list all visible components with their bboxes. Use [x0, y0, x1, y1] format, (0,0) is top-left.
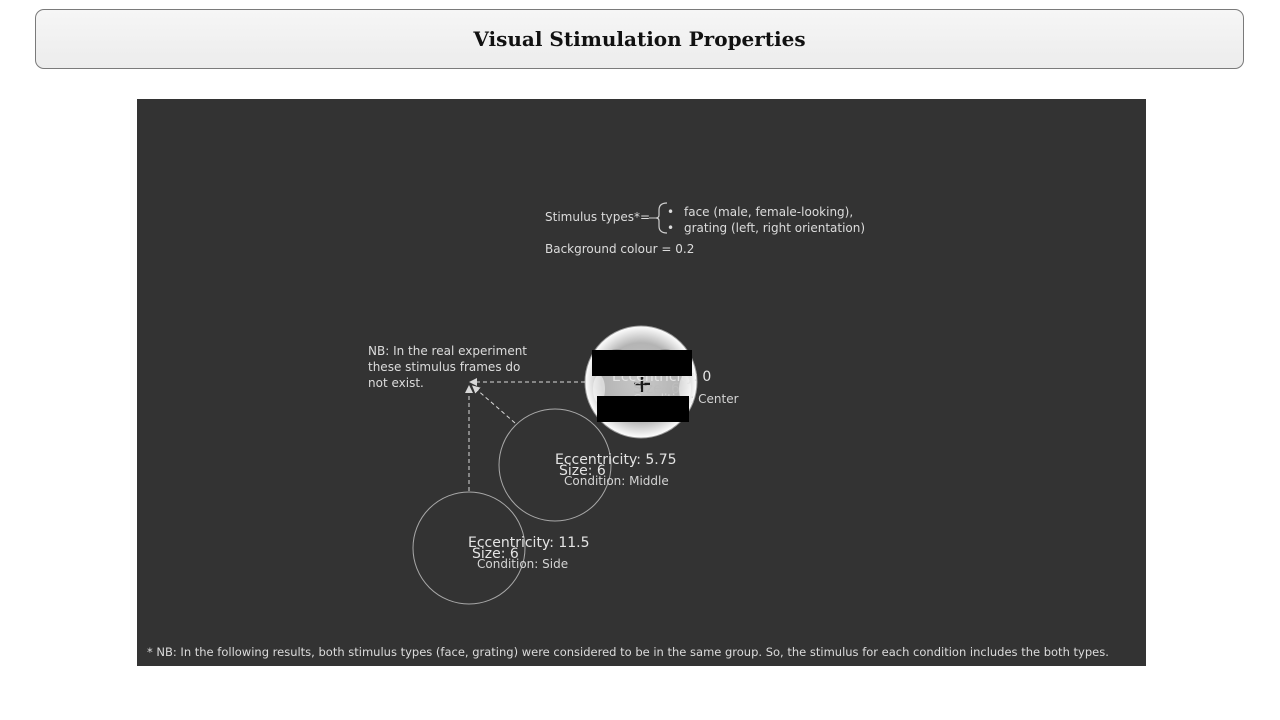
- center-size: Size: 6: [633, 381, 680, 397]
- middle-condition: Condition: Middle: [564, 474, 669, 488]
- frames-note: NB: In the real experiment these stimulu…: [368, 344, 528, 390]
- side-frame: [412, 491, 526, 605]
- arrow-icon: [465, 378, 585, 491]
- fixation-cross-icon: [634, 376, 650, 392]
- brace-icon: [649, 202, 668, 234]
- title-banner: Visual Stimulation Properties: [35, 9, 1244, 69]
- stimulus-diagram: Stimulus types*= face (male, female-look…: [137, 99, 1146, 666]
- list-item: face (male, female-looking),: [667, 204, 865, 220]
- stimulus-types-label: Stimulus types*=: [545, 210, 651, 224]
- side-size: Size: 6: [472, 546, 519, 562]
- middle-size: Size: 6: [559, 463, 606, 479]
- background-colour-label: Background colour = 0.2: [545, 242, 695, 256]
- middle-eccentricity: Eccentricity: 5.75: [555, 452, 677, 468]
- stimulus-types-list: face (male, female-looking), grating (le…: [667, 204, 865, 236]
- redaction-bar: [597, 396, 689, 422]
- footnote: * NB: In the following results, both sti…: [147, 645, 1109, 659]
- side-condition: Condition: Side: [477, 557, 569, 571]
- list-item: grating (left, right orientation): [667, 220, 865, 236]
- page-title: Visual Stimulation Properties: [473, 27, 806, 51]
- side-eccentricity: Eccentricity: 11.5: [468, 535, 590, 551]
- redaction-bar: [592, 350, 692, 376]
- middle-frame: [498, 408, 612, 522]
